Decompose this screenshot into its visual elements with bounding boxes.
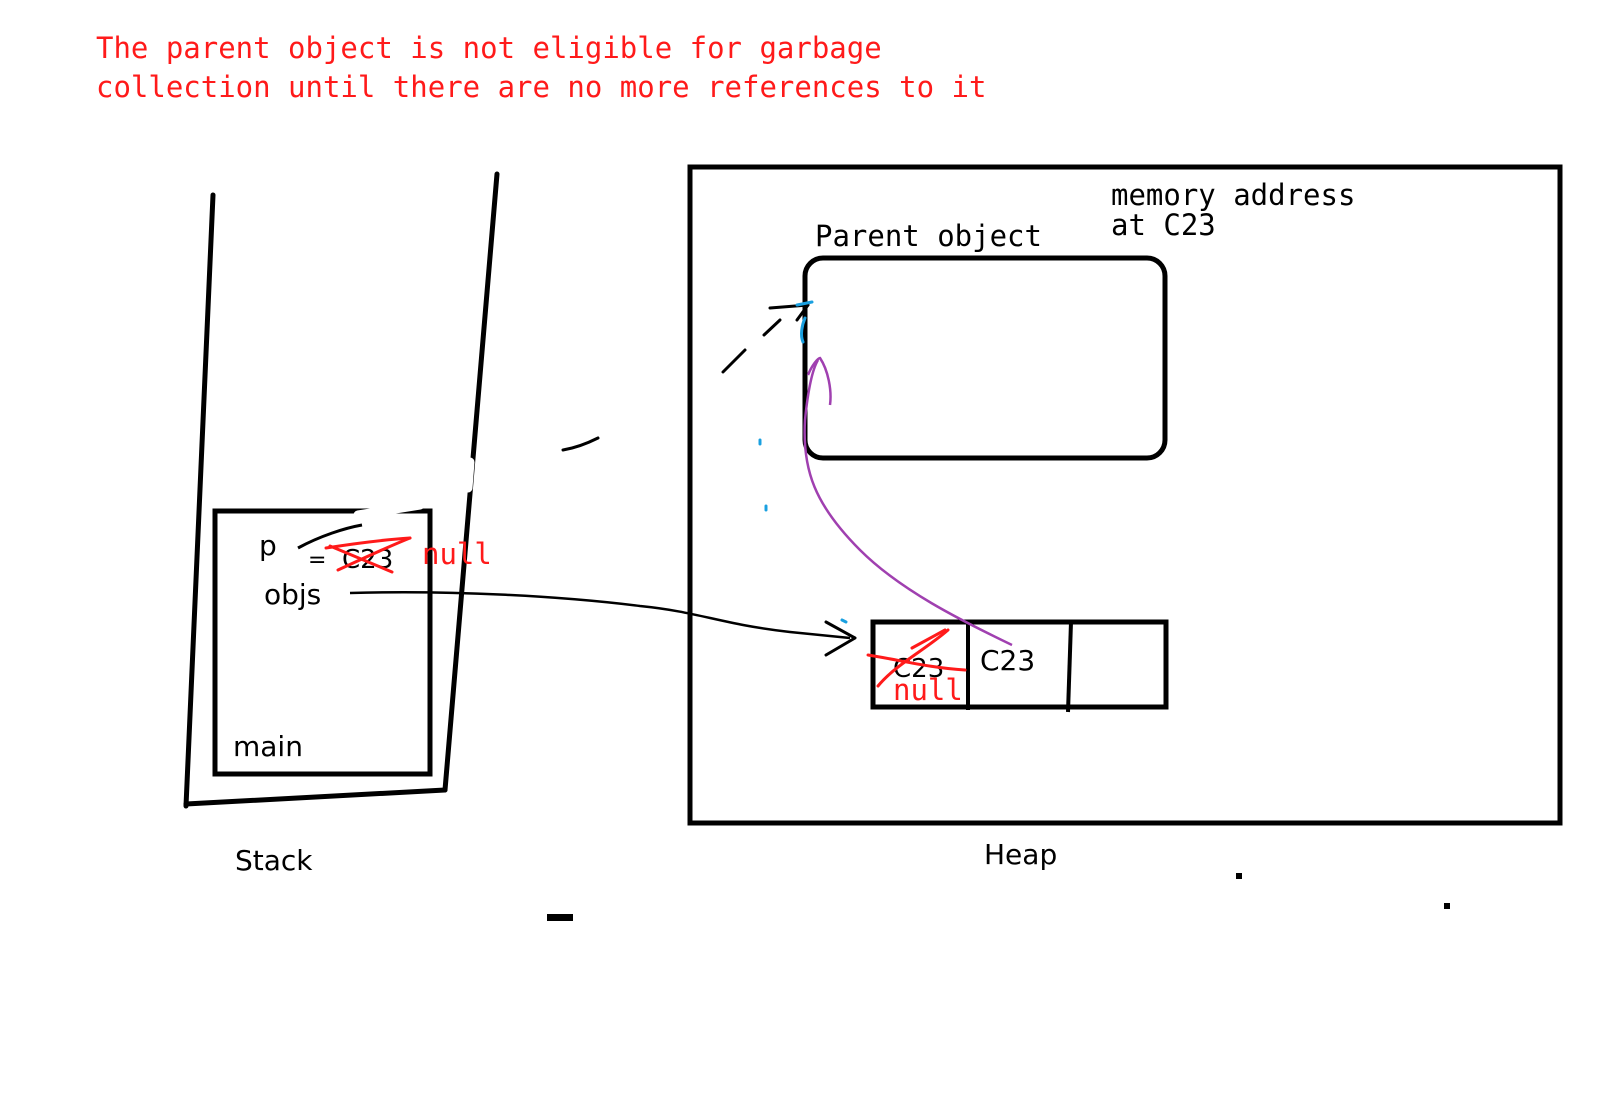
stray-mark-3 [1444, 903, 1450, 909]
array-cell-0-strike [866, 628, 967, 688]
equals-sign: = [308, 548, 326, 573]
var-objs-label: objs [264, 578, 321, 611]
stray-mark-1 [547, 914, 573, 921]
array-cell-0-new: null [893, 673, 963, 707]
heap-label: Heap [984, 838, 1057, 871]
array-to-parent-arrow [803, 359, 1013, 647]
array-cell-0-old: C23 [893, 654, 944, 684]
array-to-parent-arrow-head [806, 356, 832, 406]
objs-array-box [870, 619, 1169, 710]
objs-arrow-head [824, 620, 857, 657]
memory-address-line-1: memory address [1111, 178, 1355, 212]
p-old-pointer-fragments [561, 303, 810, 452]
erase-marks [353, 457, 475, 520]
array-cell-1-value: C23 [980, 644, 1035, 677]
array-divider-2 [1066, 621, 1073, 713]
parent-object-label: Parent object [815, 219, 1042, 253]
main-frame-box [212, 508, 433, 777]
heap-box [687, 164, 1563, 826]
memory-address-line-2: at C23 [1111, 208, 1216, 242]
var-p-label: p [259, 529, 277, 562]
pointer-tip-marks [758, 300, 848, 624]
main-frame-label: main [233, 730, 303, 763]
note-line-2: collection until there are no more refer… [96, 70, 986, 104]
p-value-strike [324, 536, 412, 574]
p-new-value: null [422, 537, 492, 571]
p-old-pointer [297, 523, 363, 550]
note-line-1: The parent object is not eligible for ga… [96, 31, 882, 65]
stray-mark-2 [1236, 873, 1242, 879]
stack-label: Stack [235, 844, 313, 877]
parent-object-box [802, 255, 1168, 461]
objs-reference-arrow [349, 590, 851, 640]
stray-mark-4 [735, 821, 739, 824]
